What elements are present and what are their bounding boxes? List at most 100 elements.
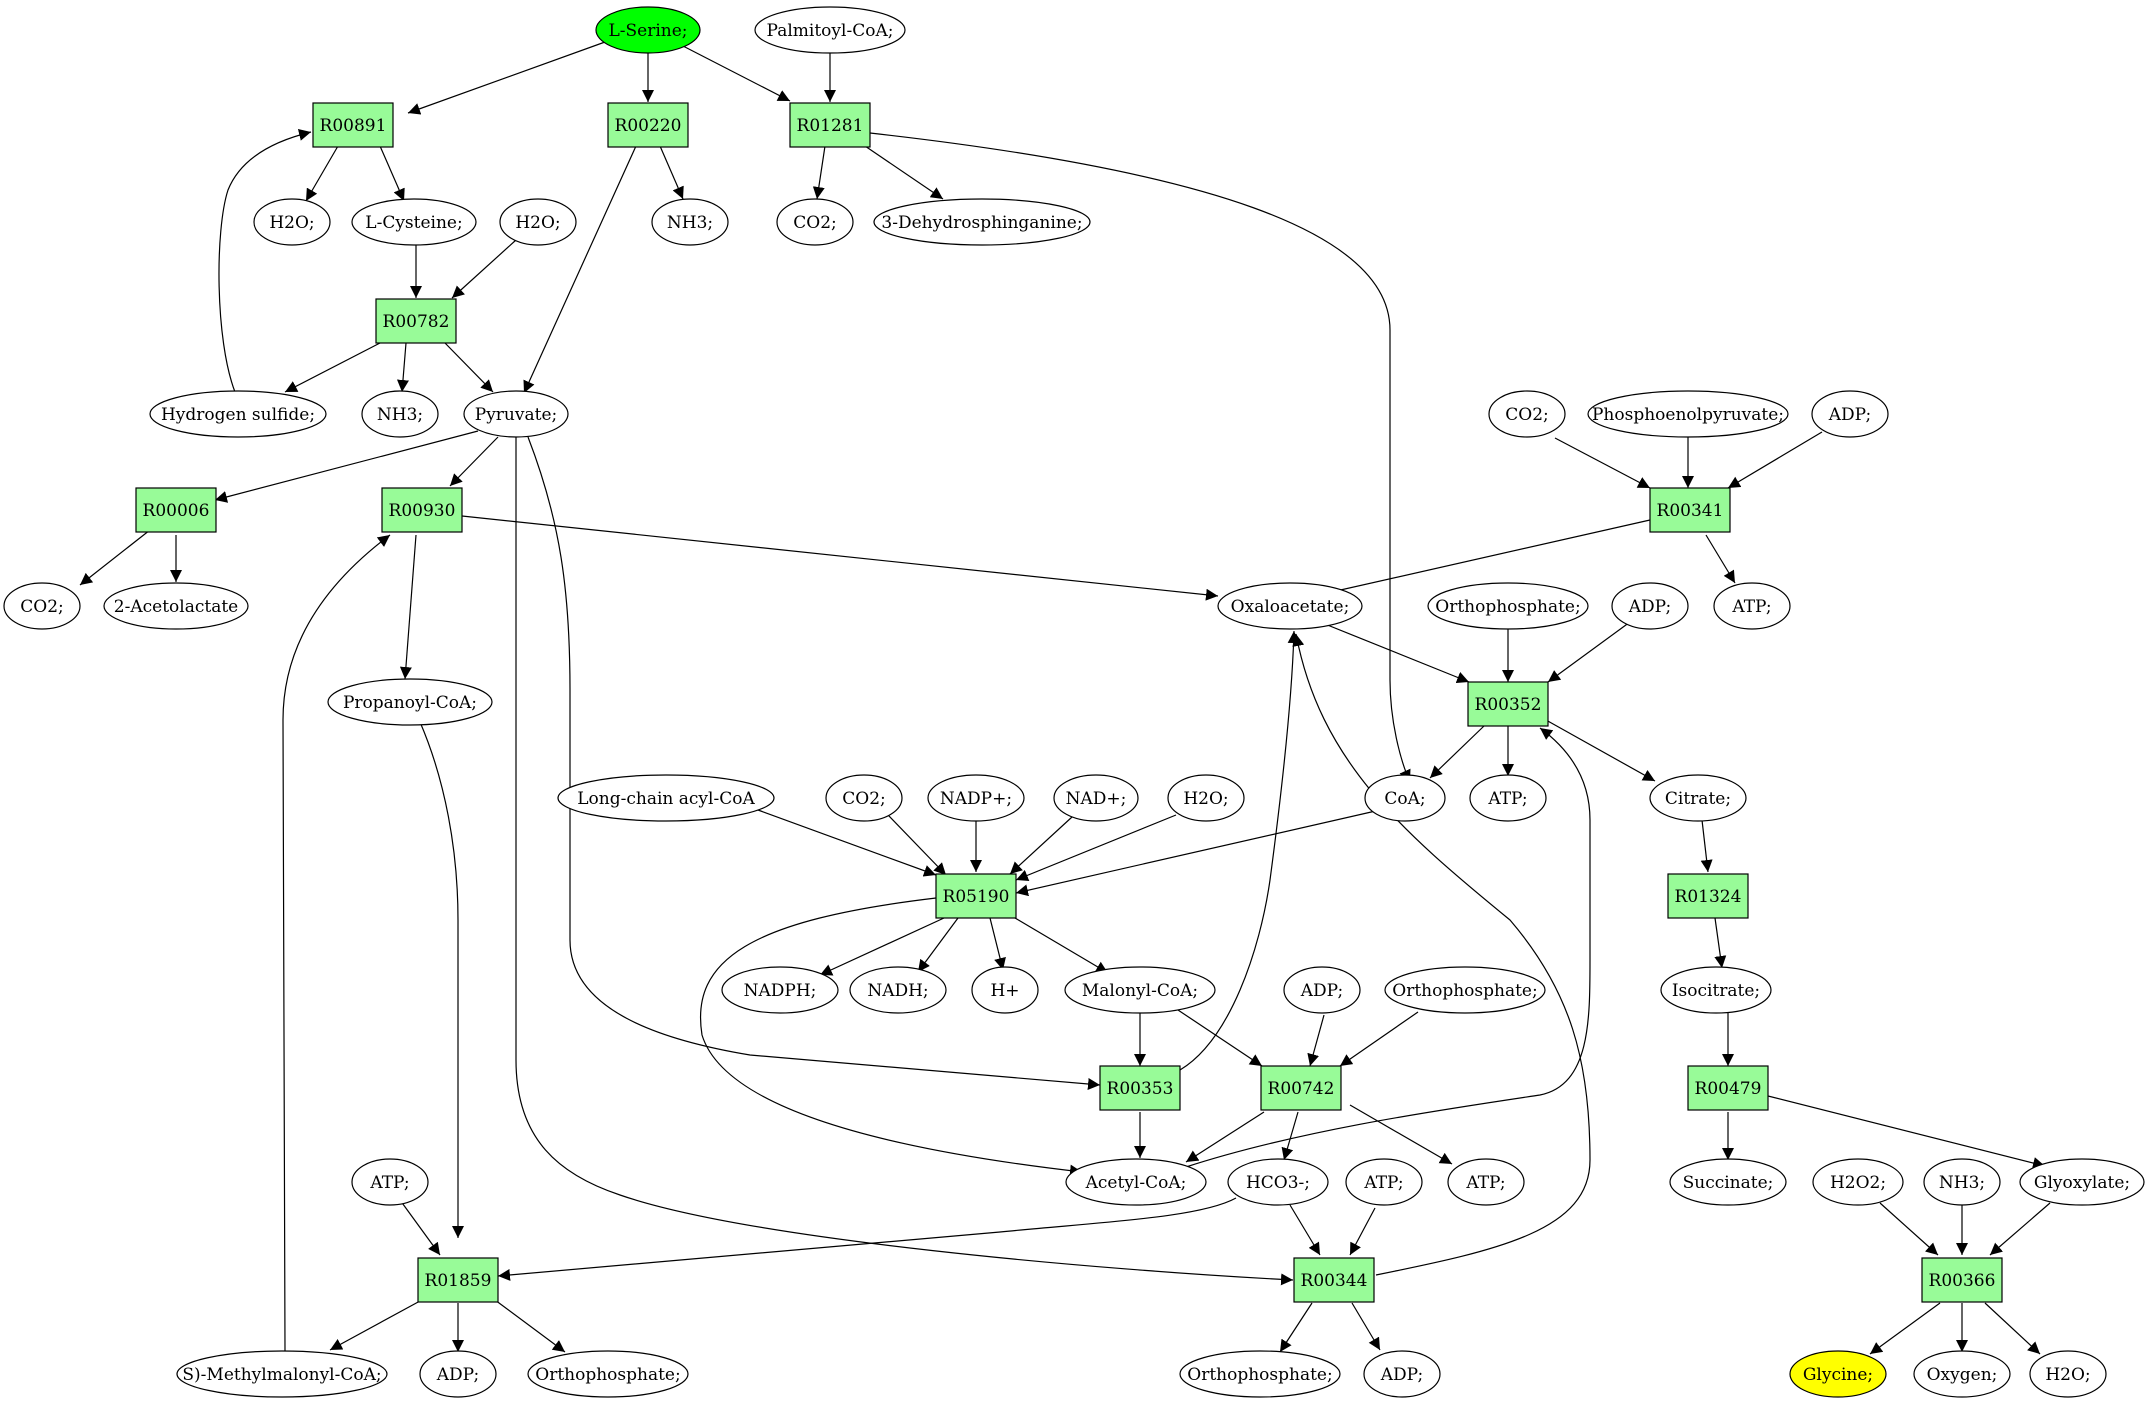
- reaction-node[interactable]: R00353: [1099, 1065, 1181, 1111]
- reaction-node[interactable]: R05190: [935, 873, 1017, 919]
- metabolite-node[interactable]: H+: [971, 966, 1039, 1014]
- reaction-node[interactable]: R00742: [1260, 1065, 1342, 1111]
- metabolite-node[interactable]: H2O2;: [1812, 1158, 1904, 1206]
- edge-r01281-dehydrosphinganine: [864, 145, 944, 200]
- metabolite-node[interactable]: Glycine;: [1789, 1350, 1887, 1398]
- edge-h2o-r05190: [1015, 814, 1177, 882]
- metabolite-node[interactable]: ATP;: [1469, 774, 1547, 822]
- metabolite-node[interactable]: HCO3-;: [1227, 1158, 1329, 1206]
- metabolite-node[interactable]: Long-chain acyl-CoA: [557, 774, 775, 822]
- node-label: R00344: [1301, 1271, 1368, 1291]
- metabolite-node[interactable]: NAD+;: [1053, 774, 1139, 822]
- metabolite-node[interactable]: H2O;: [2029, 1350, 2107, 1398]
- metabolite-node[interactable]: ATP;: [351, 1158, 429, 1206]
- node-label: ADP;: [1300, 981, 1343, 1001]
- edge-r00006-co2: [79, 529, 151, 586]
- metabolite-node[interactable]: CO2;: [1488, 390, 1566, 438]
- node-label: Oxygen;: [1927, 1365, 1998, 1385]
- node-label: Pyruvate;: [475, 405, 557, 425]
- metabolite-node[interactable]: Acetyl-CoA;: [1065, 1158, 1207, 1206]
- metabolite-node[interactable]: ATP;: [1447, 1158, 1525, 1206]
- reaction-node[interactable]: R00220: [607, 102, 689, 148]
- metabolite-node[interactable]: Malonyl-CoA;: [1064, 966, 1216, 1014]
- metabolite-node[interactable]: L-Cysteine;: [351, 198, 477, 246]
- metabolite-node[interactable]: CO2;: [825, 774, 903, 822]
- metabolite-node[interactable]: Orthophosphate;: [1427, 582, 1589, 630]
- metabolite-node[interactable]: Hydrogen sulfide;: [149, 390, 327, 438]
- metabolite-node[interactable]: ADP;: [419, 1350, 497, 1398]
- reaction-node[interactable]: R00782: [375, 298, 457, 344]
- reaction-node[interactable]: R00479: [1687, 1065, 1769, 1111]
- edge-adp-r00352: [1547, 621, 1631, 683]
- metabolite-node[interactable]: H2O;: [253, 198, 331, 246]
- node-label: R01324: [1675, 887, 1742, 907]
- reaction-node[interactable]: R01859: [417, 1257, 499, 1303]
- reaction-node[interactable]: R00930: [381, 487, 463, 533]
- metabolite-node[interactable]: Orthophosphate;: [527, 1350, 689, 1398]
- node-label: R00220: [615, 116, 682, 136]
- metabolite-node[interactable]: NADP+;: [927, 774, 1025, 822]
- edge-adp-r00742: [1307, 1014, 1325, 1067]
- metabolite-node[interactable]: NADPH;: [721, 966, 839, 1014]
- metabolite-node[interactable]: H2O;: [1167, 774, 1245, 822]
- node-label: R00479: [1695, 1079, 1762, 1099]
- metabolite-node[interactable]: 3-Dehydrosphinganine;: [873, 198, 1091, 246]
- node-label: L-Cysteine;: [365, 213, 462, 233]
- metabolite-node[interactable]: NH3;: [651, 198, 729, 246]
- metabolite-node[interactable]: Phosphoenolpyruvate;: [1587, 390, 1789, 438]
- metabolite-node[interactable]: Isocitrate;: [1660, 966, 1772, 1014]
- node-label: Glyoxylate;: [2034, 1173, 2130, 1193]
- metabolite-node[interactable]: NH3;: [1923, 1158, 2001, 1206]
- node-label: ATP;: [1487, 789, 1527, 809]
- metabolite-node[interactable]: Succinate;: [1669, 1158, 1787, 1206]
- metabolite-node[interactable]: Glyoxylate;: [2019, 1158, 2145, 1206]
- edge-pyruvate-r00353: [527, 436, 1101, 1090]
- metabolite-node[interactable]: Orthophosphate;: [1384, 966, 1546, 1014]
- metabolite-node[interactable]: ADP;: [1811, 390, 1889, 438]
- metabolite-node[interactable]: Oxygen;: [1913, 1350, 2011, 1398]
- edge-citrate-r01324: [1700, 819, 1713, 873]
- metabolite-node[interactable]: CO2;: [3, 582, 81, 630]
- node-label: CO2;: [1505, 405, 1549, 425]
- reaction-node[interactable]: R01324: [1667, 873, 1749, 919]
- metabolite-node[interactable]: Citrate;: [1649, 774, 1747, 822]
- metabolite-node[interactable]: ADP;: [1363, 1350, 1441, 1398]
- metabolite-node[interactable]: ADP;: [1283, 966, 1361, 1014]
- metabolite-node[interactable]: CoA;: [1364, 774, 1446, 822]
- node-label: L-Serine;: [608, 21, 687, 41]
- reaction-node[interactable]: R00006: [135, 487, 217, 533]
- metabolite-node[interactable]: Orthophosphate;: [1179, 1350, 1341, 1398]
- metabolite-node[interactable]: S)-Methylmalonyl-CoA;: [176, 1350, 388, 1398]
- reaction-node[interactable]: R00341: [1649, 487, 1731, 533]
- node-label: R00353: [1107, 1079, 1174, 1099]
- edge-r00366-glycine: [1869, 1302, 1941, 1355]
- reaction-node[interactable]: R01281: [789, 102, 871, 148]
- edge-r05190-nadh: [917, 917, 959, 973]
- reaction-node[interactable]: R00352: [1467, 681, 1549, 727]
- metabolite-node[interactable]: 2-Acetolactate: [103, 582, 249, 630]
- reaction-node[interactable]: R00891: [312, 102, 394, 148]
- metabolite-node[interactable]: CO2;: [776, 198, 854, 246]
- node-label: Propanoyl-CoA;: [343, 693, 477, 713]
- metabolite-node[interactable]: NH3;: [361, 390, 439, 438]
- metabolite-node[interactable]: L-Serine;: [595, 6, 701, 54]
- edge-r00352-citrate: [1545, 719, 1656, 782]
- metabolite-node[interactable]: Palmitoyl-CoA;: [754, 6, 906, 54]
- metabolite-node[interactable]: Oxaloacetate;: [1217, 582, 1363, 630]
- metabolite-node[interactable]: NADH;: [849, 966, 947, 1014]
- metabolite-node[interactable]: H2O;: [499, 198, 577, 246]
- edge-r00220-nh3: [659, 145, 684, 200]
- edge-adp-r00341: [1727, 431, 1823, 489]
- metabolite-node[interactable]: Propanoyl-CoA;: [327, 678, 493, 726]
- node-label: 2-Acetolactate: [114, 597, 238, 617]
- reaction-node[interactable]: R00366: [1921, 1257, 2003, 1303]
- node-label: R00341: [1657, 501, 1724, 521]
- edge-longchainacylcoa-r05190: [757, 809, 937, 877]
- edge-r01859-methylmalonylcoa: [329, 1300, 421, 1351]
- metabolite-node[interactable]: ADP;: [1611, 582, 1689, 630]
- metabolite-node[interactable]: Pyruvate;: [463, 390, 569, 438]
- metabolite-node[interactable]: ATP;: [1345, 1158, 1423, 1206]
- reaction-node[interactable]: R00344: [1293, 1257, 1375, 1303]
- edge-pyruvate-r00930: [449, 436, 499, 487]
- metabolite-node[interactable]: ATP;: [1713, 582, 1791, 630]
